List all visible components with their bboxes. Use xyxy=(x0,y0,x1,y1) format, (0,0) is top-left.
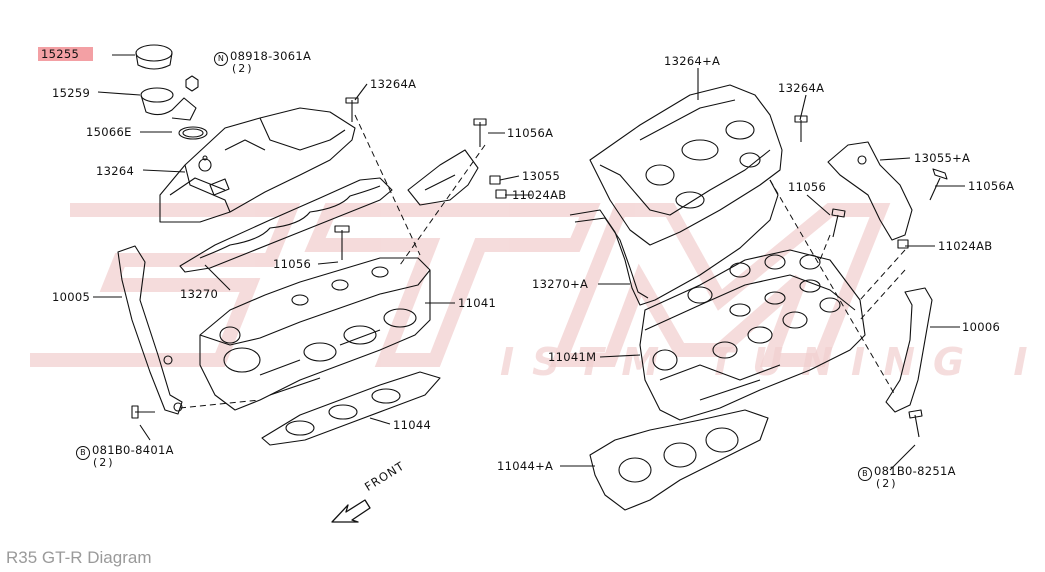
part-11041-label: 11041 xyxy=(458,296,497,310)
part-11024ab-mid-label: 11024AB xyxy=(512,188,567,202)
part-11024ab-right-label: 11024AB xyxy=(938,239,993,253)
part-15066e-label: 15066E xyxy=(86,125,132,139)
part-10006-label: 10006 xyxy=(962,320,1001,334)
part-13055pa-label: 13055+A xyxy=(914,151,971,165)
part-08918-qty: (2) xyxy=(232,62,254,75)
b-symbol-icon: B xyxy=(858,467,872,481)
part-081b0-8251a-qty: (2) xyxy=(876,477,898,490)
diagram-caption: R35 GT-R Diagram xyxy=(6,548,152,567)
part-13270pa-label: 13270+A xyxy=(532,277,589,291)
part-10005-label: 10005 xyxy=(52,290,91,304)
part-13264a-left-label: 13264A xyxy=(370,77,417,91)
part-15259-label: 15259 xyxy=(52,86,91,100)
part-13264pa-label: 13264+A xyxy=(664,54,721,68)
part-081b0-8401a-qty: (2) xyxy=(93,456,115,469)
b-symbol-icon: B xyxy=(76,446,90,460)
part-081b0-8401a-number: 081B0-8401A xyxy=(92,443,174,457)
svg-text:ISTM TUNING INC.: ISTM TUNING INC. xyxy=(500,340,1030,380)
part-15255-label: 15255 xyxy=(38,47,94,61)
part-13264a-right-label: 13264A xyxy=(778,81,825,95)
watermark-logo: ISTM TUNING INC. xyxy=(30,203,1030,380)
part-11056-left-label: 11056 xyxy=(273,257,312,271)
part-11044-label: 11044 xyxy=(393,418,432,432)
part-11056-right-label: 11056 xyxy=(788,180,827,194)
part-11041m-label: 11041M xyxy=(548,350,597,364)
part-081b0-8251a-number: 081B0-8251A xyxy=(874,464,956,478)
part-11044pa-label: 11044+A xyxy=(497,459,554,473)
part-13270-label: 13270 xyxy=(180,287,219,301)
n-symbol-icon: N xyxy=(214,52,228,66)
part-13055-label: 13055 xyxy=(522,169,561,183)
part-11056a-right-label: 11056A xyxy=(968,179,1015,193)
part-13264-label: 13264 xyxy=(96,164,135,178)
part-08918-number: 08918-3061A xyxy=(230,49,312,63)
part-11056a-mid-label: 11056A xyxy=(507,126,554,140)
